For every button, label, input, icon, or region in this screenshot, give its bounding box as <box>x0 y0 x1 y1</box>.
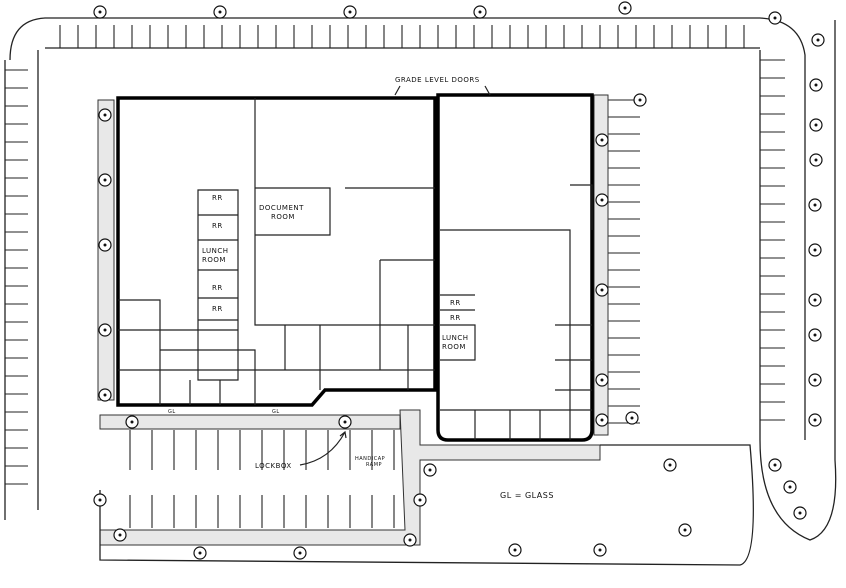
legend-gl-glass: GL = GLASS <box>500 491 554 500</box>
tree-center-dot <box>623 6 627 10</box>
tree-center-dot <box>418 498 422 502</box>
landscape-strip-right <box>593 94 609 436</box>
rr-label: RR <box>212 194 223 202</box>
tree-center-dot <box>218 10 222 14</box>
lunch-room-right-label: LUNCH <box>442 334 469 342</box>
tree-center-dot <box>773 463 777 467</box>
tree-center-dot <box>103 328 107 332</box>
lockbox-arrow <box>299 430 347 466</box>
building-right-wall <box>436 93 594 442</box>
tree-center-dot <box>813 248 817 252</box>
rr-label: RR <box>212 222 223 230</box>
lockbox-label: LOCKBOX <box>255 462 292 470</box>
tree-center-dot <box>814 158 818 162</box>
tree-center-dot <box>513 548 517 552</box>
grade-level-doors-leader <box>394 85 491 96</box>
tree-center-dot <box>600 138 604 142</box>
tree-center-dot <box>773 16 777 20</box>
rr-label: RR <box>212 305 223 313</box>
tree-center-dot <box>118 533 122 537</box>
tree-center-dot <box>598 548 602 552</box>
tree-center-dot <box>408 538 412 542</box>
landscape-strip-front <box>99 414 401 430</box>
tree-center-dot <box>600 378 604 382</box>
lunch-room-left-label: LUNCH <box>202 247 229 255</box>
tree-center-dot <box>103 178 107 182</box>
tree-center-dot <box>813 333 817 337</box>
landscape-strip-bottom <box>99 409 601 546</box>
gl-label: GL <box>168 409 176 415</box>
tree-center-dot <box>348 10 352 14</box>
tree-center-dot <box>298 551 302 555</box>
rr-label: RR <box>450 299 461 307</box>
tree-center-dot <box>668 463 672 467</box>
tree-center-dot <box>103 113 107 117</box>
document-room-label: DOCUMENT <box>259 204 304 212</box>
tree-center-dot <box>813 418 817 422</box>
tree-center-dot <box>813 203 817 207</box>
gl-label: GL <box>272 409 280 415</box>
landscape-trees <box>93 1 825 560</box>
lunch-room-left-label-2: ROOM <box>202 256 226 264</box>
tree-center-dot <box>788 485 792 489</box>
interior-walls-right <box>440 184 593 440</box>
tree-center-dot <box>428 468 432 472</box>
parking-stalls <box>5 25 785 528</box>
tree-center-dot <box>798 511 802 515</box>
tree-center-dot <box>630 416 634 420</box>
tree-center-dot <box>130 420 134 424</box>
tree-center-dot <box>103 393 107 397</box>
tree-center-dot <box>600 418 604 422</box>
tree-center-dot <box>600 198 604 202</box>
tree-center-dot <box>813 298 817 302</box>
building-left-wall <box>116 96 437 407</box>
tree-center-dot <box>103 243 107 247</box>
rr-label: RR <box>450 314 461 322</box>
lunch-room-right-label-2: ROOM <box>442 343 466 351</box>
tree-center-dot <box>343 420 347 424</box>
tree-center-dot <box>478 10 482 14</box>
tree-center-dot <box>600 288 604 292</box>
tree-center-dot <box>816 38 820 42</box>
rr-label: RR <box>212 284 223 292</box>
document-room-label-2: ROOM <box>271 213 295 221</box>
interior-walls-left <box>118 98 435 405</box>
lower-lot-curb <box>99 444 754 566</box>
tree-center-dot <box>98 10 102 14</box>
tree-center-dot <box>683 528 687 532</box>
handicap-ramp-label: HANDICAP <box>355 456 385 462</box>
tree-center-dot <box>813 378 817 382</box>
tree-center-dot <box>98 498 102 502</box>
tree-center-dot <box>814 83 818 87</box>
tree-center-dot <box>638 98 642 102</box>
parking-curb-right <box>759 20 837 541</box>
parking-curb-left <box>4 50 39 520</box>
tree-center-dot <box>814 123 818 127</box>
grade-level-doors-label: GRADE LEVEL DOORS <box>395 76 480 84</box>
tree-center-dot <box>198 551 202 555</box>
handicap-ramp-label-2: RAMP <box>366 462 382 468</box>
